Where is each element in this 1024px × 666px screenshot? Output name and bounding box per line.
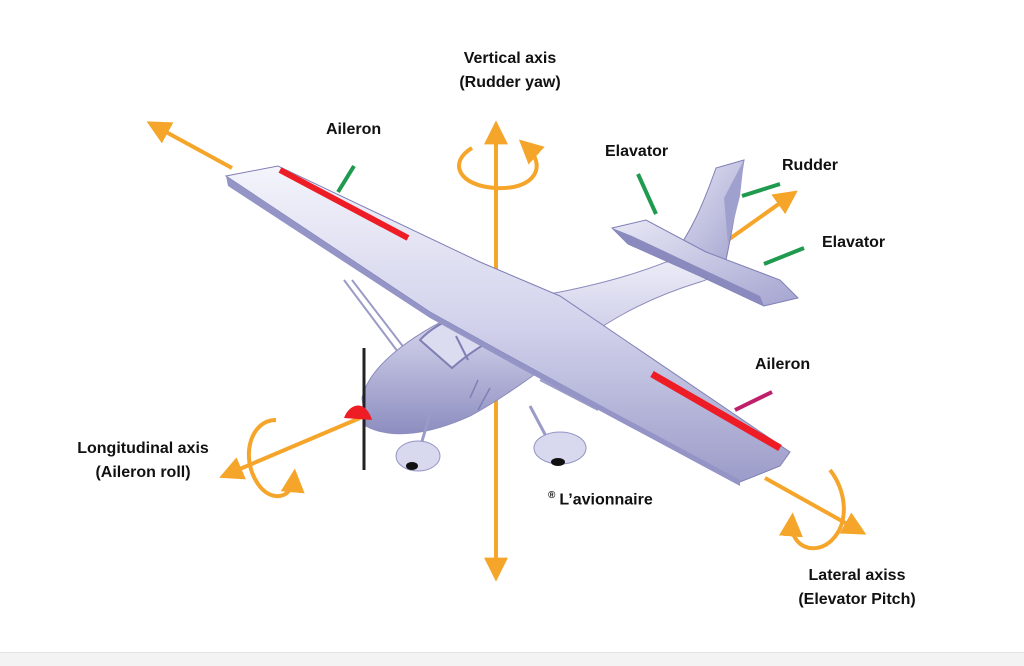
vertical-axis-title: Vertical axis [463, 50, 557, 67]
credit-text: L’avionnaire [559, 491, 653, 509]
lateral-axis-label: Lateral axiss (Elevator Pitch) [772, 564, 942, 612]
rotation-arrows [247, 139, 846, 551]
aileron-right-label: Aileron [755, 356, 811, 373]
leader-elevator-right [763, 246, 805, 266]
rudder-surface [724, 160, 744, 244]
rudder-yaw-subtitle: (Rudder yaw) [459, 74, 561, 91]
elevator-top-label: Elavator [605, 143, 669, 160]
elevator-pitch-subtitle: (Elevator Pitch) [798, 591, 916, 608]
elevator-right-label: Elavator [822, 234, 886, 251]
propeller-spinner [344, 405, 372, 420]
wing-axis-upper-arrow [146, 121, 233, 170]
longitudinal-axis-tail [726, 190, 798, 242]
left-aileron-surface [278, 167, 410, 241]
leader-elevator-top [636, 173, 658, 215]
roll-rotation-arrow [247, 418, 305, 499]
rudder-label: Rudder [782, 157, 838, 174]
longitudinal-axis-label: Longitudinal axis (Aileron roll) [58, 437, 228, 485]
lateral-axis-title: Lateral axiss [808, 567, 906, 584]
longitudinal-axis-title: Longitudinal axis [77, 440, 209, 457]
right-aileron-surface [650, 370, 782, 452]
copyright-credit: ®L’avionnaire [548, 484, 653, 512]
landing-gear [395, 379, 587, 472]
yaw-rotation-arrow [457, 139, 545, 191]
leader-rudder [741, 182, 781, 198]
horizontal-stabilizer [611, 219, 799, 307]
leader-aileron-right [734, 390, 773, 412]
aileron-roll-subtitle: (Aileron roll) [95, 464, 191, 481]
aileron-left-label: Aileron [326, 121, 382, 138]
registered-mark: ® [548, 490, 556, 501]
leader-lines [336, 164, 805, 412]
elevator-surface [612, 228, 764, 306]
leader-aileron-left [336, 164, 356, 194]
wing-leading-edge-shadow [226, 176, 740, 486]
vertical-axis-label: Vertical axis (Rudder yaw) [440, 47, 580, 95]
pitch-rotation-arrow [778, 468, 846, 551]
bottom-edge-strip [0, 652, 1024, 666]
